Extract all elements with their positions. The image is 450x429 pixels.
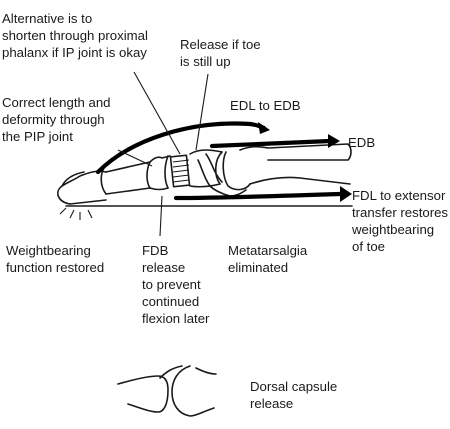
proximal-phalanx [189,149,223,188]
annotation-fdl-transfer: FDL to extensor transfer restores weight… [352,187,448,255]
annotation-line: EDL to EDB [230,98,301,113]
leader-correct-length [117,149,153,167]
tendon-loop-inner [205,153,223,183]
annotation-line: continued [142,294,200,309]
annotation-line: phalanx if IP joint is okay [2,45,147,60]
annotation-line: to prevent [142,277,201,292]
capsule-left-bone [117,375,169,413]
contact-marks [59,207,93,220]
annotation-line: Dorsal capsule [250,379,338,394]
annotation-line: EDB [348,135,376,150]
annotation-edb: EDB [348,134,375,151]
annotation-correct-length: Correct length and deformity through the… [2,94,111,145]
annotation-line: Correct length and [2,95,111,110]
annotation-line: of toe [352,239,385,254]
annotation-line: FDL to extensor [352,188,446,203]
leader-release-toe [195,73,209,151]
annotation-line: release [142,260,186,275]
annotation-line: deformity through [2,112,105,127]
distal-phalanx-body [69,199,107,205]
capsule-release-line [159,365,183,379]
metatarsal-shaft [239,143,352,185]
annotation-line: Weightbearing [6,243,91,258]
edl-to-edb-arrow [95,121,267,175]
annotation-metatarsalgia: Metatarsalgia eliminated [228,242,307,276]
annotation-line: Metatarsalgia [228,243,308,258]
phalanx-shaft-lower [105,187,169,195]
capsule-right-bone [171,365,217,417]
annotation-line: flexion later [142,311,210,326]
annotation-dorsal-capsule: Dorsal capsule release [250,378,337,412]
pip-joint-right [164,155,169,189]
annotation-line: is still up [180,54,231,69]
annotation-line: FDB [142,243,169,258]
annotation-line: function restored [6,260,105,275]
edb-arrow [209,138,333,149]
annotation-line: shorten through proximal [2,28,148,43]
annotation-line: transfer restores [352,205,449,220]
annotation-line: Release if toe [180,37,261,52]
edl-arrowhead [258,122,270,134]
annotation-edl-to-edb: EDL to EDB [230,97,301,114]
annotation-line: eliminated [228,260,289,275]
fdl-arrow [173,191,343,201]
toe-nail [61,171,85,187]
annotation-weightbearing: Weightbearing function restored [6,242,104,276]
annotation-line: the PIP joint [2,129,73,144]
metatarsal-head [222,151,251,191]
annotation-line: weightbearing [352,222,435,237]
leader-alternative [133,71,181,155]
annotation-release-toe: Release if toe is still up [180,36,261,70]
mtp-joint-cap [214,151,223,185]
edb-arrowhead [328,134,340,148]
leader-fdb [159,195,163,237]
shortening-segment [169,154,191,188]
annotation-line: Alternative is to [2,11,93,26]
fdl-arrowhead [340,186,352,202]
pip-joint-left [146,161,151,189]
toe-tip [57,170,107,205]
annotation-line: release [250,396,294,411]
annotation-fdb-release: FDB release to prevent continued flexion… [142,242,209,327]
tendon-loop [197,159,247,197]
annotation-alternative: Alternative is to shorten through proxim… [2,10,148,61]
